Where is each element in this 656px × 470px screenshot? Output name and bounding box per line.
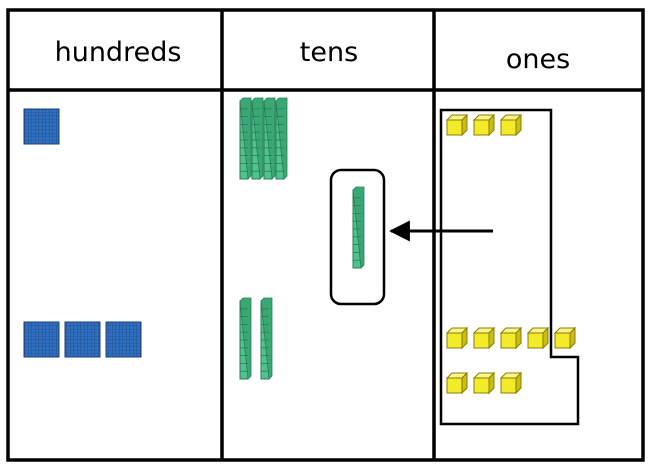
one-cube: [526, 326, 550, 350]
ten-rod: [260, 297, 273, 380]
hundred-flat: [105, 321, 142, 358]
one-cube: [472, 326, 496, 350]
table-border: [6, 8, 645, 462]
one-cube: [445, 371, 469, 395]
ten-rod: [239, 97, 252, 180]
ten-rod: [263, 97, 276, 180]
ten-rod: [275, 97, 288, 180]
one-cube: [445, 113, 469, 137]
one-cube: [499, 371, 523, 395]
hundred-flat: [64, 321, 101, 358]
one-cube: [499, 113, 523, 137]
regroup-box: [329, 168, 386, 306]
header-hundreds: hundreds: [55, 37, 182, 68]
hundreds-blocks: [23, 108, 142, 358]
ten-rod: [352, 186, 365, 269]
header-tens: tens: [300, 37, 358, 68]
hundred-flat: [23, 108, 60, 145]
one-cube: [499, 326, 523, 350]
header-ones: ones: [506, 44, 570, 75]
one-cube: [472, 371, 496, 395]
hundred-flat: [23, 321, 60, 358]
tens-blocks: [239, 97, 365, 380]
one-cube: [472, 113, 496, 137]
ten-rod: [251, 97, 264, 180]
one-cube: [553, 326, 577, 350]
ten-rod: [239, 297, 252, 380]
ones-regroup-outline: [439, 108, 580, 426]
ones-blocks: [445, 113, 577, 395]
one-cube: [445, 326, 469, 350]
